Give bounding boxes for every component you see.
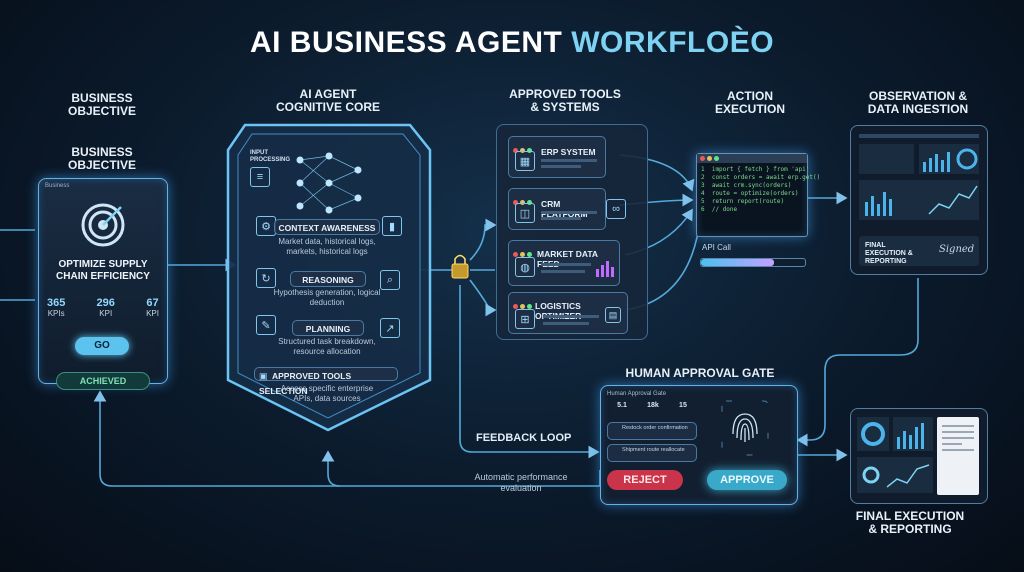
approval-stat-3: 15 [679,402,687,409]
search-icon: ⌕ [380,270,400,290]
code-line-2: 2 const orders = await erp.get() [701,174,821,181]
approval-window-title: Human Approval Gate [607,391,667,397]
checklist-icon: ▣ [259,371,268,381]
tool-crm[interactable]: ◫ CRM PLATFORM [508,188,606,230]
header-observation: OBSERVATION & DATA INGESTION [867,89,969,116]
bar-chart-icon [596,261,614,277]
page-title: AI BUSINESS AGENT WORKFLOЀO [0,26,1024,60]
context-icon: ⚙ [256,216,276,236]
report-document [937,417,979,495]
network-icon: ⊞ [515,309,535,329]
header-approved-tools: APPROVED TOOLS & SYSTEMS [509,87,621,114]
feedback-loop-label: FEEDBACK LOOP [476,432,572,444]
code-line-6: 6 // done [701,206,738,213]
step-reasoning-desc: Hypothesis generation, logical deduction [273,288,381,307]
feedback-loop-desc: Automatic performance evaluation [474,472,568,493]
target-icon [81,203,125,247]
chart-icon: ▮ [382,216,402,236]
step-context-awareness: CONTEXT AWARENESS [274,219,380,235]
terminal-window: 1 import { fetch } from 'api' 2 const or… [696,153,821,237]
step-planning-desc: Structured task breakdown, resource allo… [278,337,376,356]
neural-network-icon [296,152,362,214]
header-final-execution: FINAL EXECUTION & REPORTING [855,509,965,536]
api-call-label: API Call [702,243,731,252]
objective-card-small-label: Business [45,183,70,189]
database-icon: ◫ [515,203,535,223]
approve-button[interactable]: APPROVE [707,470,787,490]
code-line-1: 1 import { fetch } from 'api' [701,166,810,173]
final-report-label: FINAL EXECUTION & REPORTING [865,242,913,265]
header-action-execution: ACTION EXECUTION [714,89,785,116]
api-progress-bar [700,258,806,267]
expand-icon: ↗ [380,318,400,338]
header-business-objective: BUSINESS OBJECTIVE [67,91,136,118]
achieved-badge: ACHIEVED [56,372,150,390]
title-part-1: AI BUSINESS AGENT [249,26,563,59]
observation-dashboard: FINAL EXECUTION & REPORTING Signed [850,125,988,275]
step-approved-tools-selection: ▣ APPROVED TOOLS SELECTION [254,367,398,396]
objective-card-title: BUSINESS OBJECTIVE [67,145,136,172]
approval-stat-2: 18k [647,402,659,409]
approval-row-1[interactable]: Restock order confirmation [607,422,697,440]
fingerprint-icon[interactable] [721,400,769,456]
tool-logistics[interactable]: ⊞ LOGISTICS OPTIMIZER ▤ [508,292,628,334]
step-reasoning: REASONING [290,271,366,287]
stack-icon: ≡ [250,167,270,187]
kpi-2: 296 KPI [96,297,115,318]
step-approved-tools-desc: Access specific enterprise APIs, data so… [280,384,374,403]
approval-stat-1: 5.1 [617,402,627,409]
approval-row-2[interactable]: Shipment route reallocate [607,444,697,462]
objective-goal: OPTIMIZE SUPPLY CHAIN EFFICIENCY [56,259,150,282]
dashboard-charts [859,144,979,220]
objective-card: Business OPTIMIZE SUPPLY CHAIN EFFICIENC… [38,178,168,384]
reasoning-left-icon: ↻ [256,268,276,288]
infinity-icon: ∞ [606,199,626,219]
go-button[interactable]: GO [75,337,129,355]
input-processing: INPUT PROCESSING ≡ [250,150,290,187]
tool-market-data[interactable]: ◍ MARKET DATA FEED [508,240,620,286]
header-cognitive-core: AI AGENT COGNITIVE CORE [275,87,380,114]
approval-window: Human Approval Gate 5.1 18k 15 Restock o… [600,385,798,505]
code-line-3: 3 await crm.sync(orders) [701,182,792,189]
code-line-4: 4 route = optimize(orders) [701,190,799,197]
title-part-2: WORKFLOЀO [571,26,775,59]
grid-icon: ▦ [515,151,535,171]
header-human-approval: HUMAN APPROVAL GATE [625,366,775,380]
step-planning: PLANNING [292,320,364,336]
final-dashboard-charts [857,417,933,493]
lock-icon [451,254,469,279]
final-dashboard [850,408,988,504]
tool-erp[interactable]: ▦ ERP SYSTEM [508,136,606,178]
code-line-5: 5 return report(route) [701,198,785,205]
kpi-1: 365 KPIs [47,297,66,318]
tools-icon: ✎ [256,315,276,335]
document-icon: ▤ [605,307,621,323]
step-context-desc: Market data, historical logs, markets, h… [278,237,376,256]
reject-button[interactable]: REJECT [607,470,683,490]
signature: Signed [939,244,975,255]
globe-icon: ◍ [515,257,535,277]
kpi-3: 67 KPI [146,297,159,318]
